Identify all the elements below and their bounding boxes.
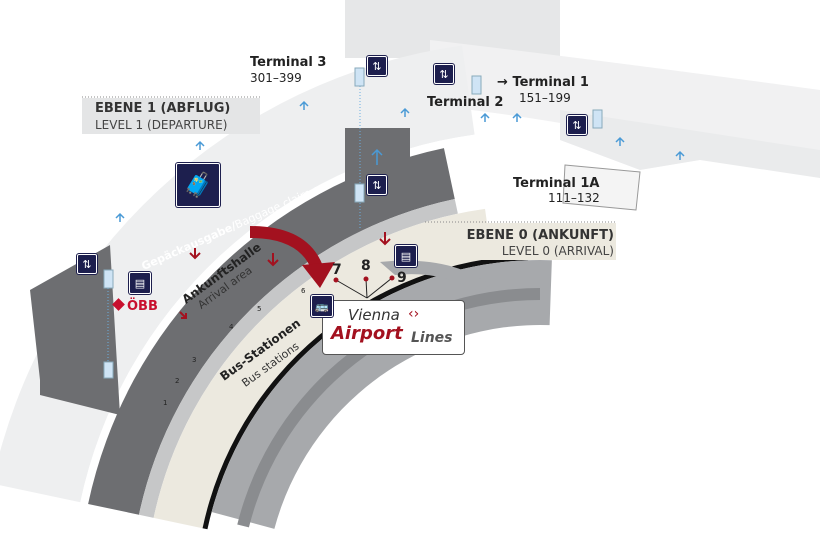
bus-stop-1: 1: [163, 399, 168, 407]
logo-vienna: Vienna: [348, 306, 400, 324]
elevator-icon: ⇅: [367, 56, 387, 76]
ticket-icon: ▤: [395, 245, 417, 267]
vienna-airport-lines-logo: Vienna Airport Lines ‹›: [322, 300, 465, 355]
ticket-icon: ▤: [129, 272, 151, 294]
bus-stop-2: 2: [175, 377, 180, 385]
logo-chevron-icon: ‹›: [408, 306, 420, 322]
bus-stop-3: 3: [192, 356, 197, 364]
arrival-facade: [202, 255, 529, 530]
elevator-icon: ⇅: [77, 254, 97, 274]
terminal-1a-box: [562, 164, 641, 211]
departure-level-en: LEVEL 1 (DEPARTURE): [95, 118, 228, 132]
terminal-3-gates: 301–399: [250, 71, 302, 85]
terminal-3-label: Terminal 3: [250, 55, 327, 70]
airport-lines-stop-8: 8: [361, 258, 371, 274]
bus-stop-6: 6: [301, 287, 306, 295]
airport-lines-stop-9: 9: [397, 270, 407, 286]
arrival-level-box: [428, 223, 616, 260]
terminal-2-label: Terminal 2: [427, 95, 504, 110]
exit-road: [380, 260, 490, 292]
obb-rail-label: ÖBB: [127, 299, 158, 314]
baggage-claim-icon: 🧳: [176, 163, 220, 207]
elevator-icon: ⇅: [567, 115, 587, 135]
elevator-icon: ⇅: [434, 64, 454, 84]
elevator-icon: ⇅: [367, 175, 387, 195]
airport-lines-stop-7: 7: [332, 262, 342, 278]
logo-airport: Airport: [331, 323, 403, 344]
top-building: [345, 0, 560, 58]
departure-level-de: EBENE 1 (ABFLUG): [95, 101, 231, 116]
arrival-level-en: LEVEL 0 (ARRIVAL): [501, 244, 614, 258]
terminal-1-gates: 151–199: [519, 91, 571, 105]
terminal-1a-gates: 111–132: [548, 191, 600, 205]
terminal-1-right: [560, 110, 820, 178]
terminal-1-label: → Terminal 1: [497, 76, 589, 89]
arrow-right-icon: →: [497, 75, 508, 90]
arrival-level-de: EBENE 0 (ANKUNFT): [466, 228, 614, 243]
bus-stop-5: 5: [257, 305, 262, 313]
terminal-1a-label: Terminal 1A: [513, 176, 600, 191]
terminal-1-name: Terminal 1: [512, 75, 589, 90]
airport-bus-icon: 🚌: [311, 295, 333, 317]
departure-level-box: [82, 98, 260, 134]
baggage-claim-band: [88, 148, 455, 515]
direction-arrow: [249, 226, 324, 273]
bus-road: [211, 260, 552, 529]
bus-stop-4: 4: [229, 323, 234, 331]
logo-lines: Lines: [411, 330, 453, 346]
